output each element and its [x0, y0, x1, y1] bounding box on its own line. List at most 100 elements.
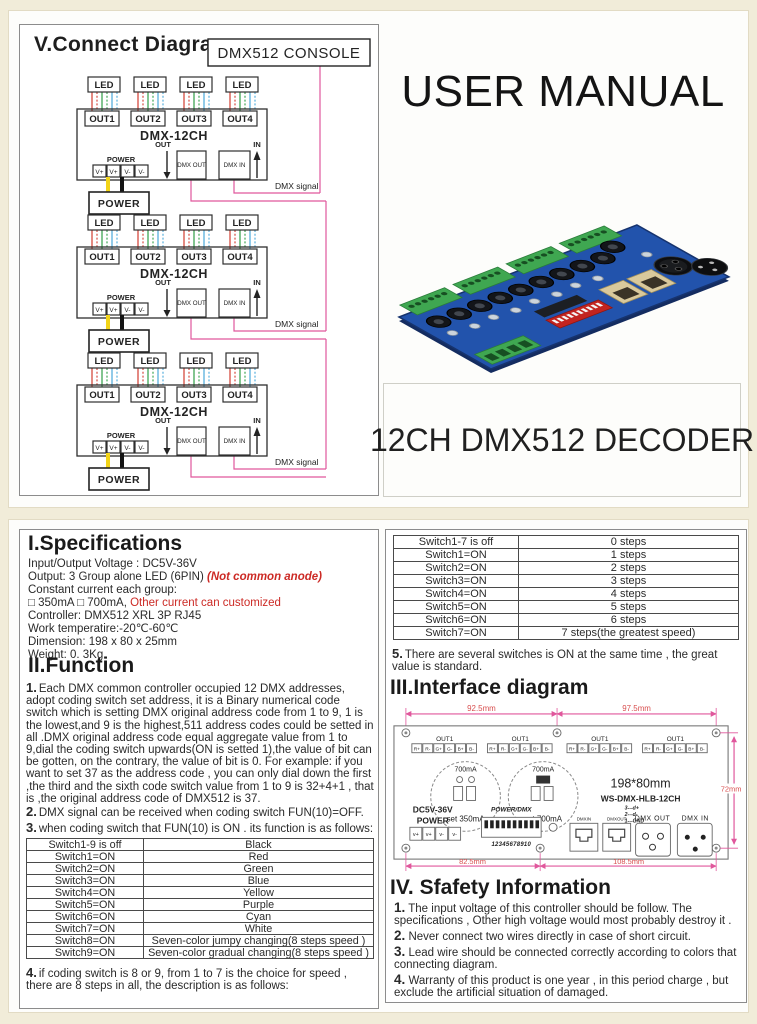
spec-line: Output: 3 Group alone LED (6PIN) (Not co…	[28, 571, 322, 583]
connect-diagram: LED LED LED LED OUT1 OUT2 OUT3 OUT4 DMX	[20, 38, 371, 495]
list-item: 1. The input voltage of this controller …	[394, 900, 732, 927]
signal-line	[190, 180, 326, 202]
rj45-out-label: DMXOUT	[607, 816, 627, 821]
pterm-label: v-	[439, 832, 444, 838]
table-cell: 3 steps	[518, 574, 739, 588]
table-cell: Switch2=ON	[26, 862, 144, 875]
model-label: WS-DMX-HLB-12CH	[601, 793, 681, 803]
set-350-label: set 350mA	[447, 814, 486, 823]
list-item: 3. Lead wire should be connected correct…	[394, 944, 737, 971]
table-cell: Switch2=ON	[393, 561, 519, 575]
pterm-label: v+	[413, 832, 419, 838]
function-item-4: 4.if coding switch is 8 or 9, from 1 to …	[26, 965, 370, 992]
spec-line: Weight: 0. 3Kg	[28, 649, 104, 661]
table-cell: Switch6=ON	[26, 910, 144, 923]
item-number: 1.	[26, 680, 37, 695]
function-item-2: 2.DMX signal can be received when coding…	[26, 804, 374, 819]
item-text: DMX signal can be received when coding s…	[38, 807, 364, 819]
current-label: 700mA	[455, 767, 477, 774]
table-cell: 6 steps	[518, 613, 739, 627]
capacitors	[446, 251, 653, 336]
pin1-label: 1---GND	[625, 818, 645, 824]
item-number: 4.	[26, 965, 37, 980]
product-title-box: 12CH DMX512 DECODER	[370, 383, 754, 497]
table-cell: Switch5=ON	[393, 600, 519, 614]
table-cell: Switch1-7 is off	[393, 535, 519, 549]
xlr-out-label: DMX OUT	[635, 815, 671, 822]
item-number: 5.	[392, 646, 403, 661]
size-label: 198*80mm	[611, 777, 671, 791]
table-cell: Switch1-9 is off	[26, 838, 144, 851]
function-item-3: 3.when coding switch that FUN(10) is ON …	[26, 821, 376, 835]
pin3-label: 3---d+	[625, 805, 639, 811]
inductors	[425, 240, 626, 328]
item-number: 2.	[26, 804, 37, 819]
spec-line: Controller: DMX512 XRL 3P RJ45	[28, 610, 202, 622]
table-cell: 1 steps	[518, 548, 739, 562]
interface-heading: III.Interface diagram	[390, 676, 589, 699]
power-label: POWER	[417, 815, 449, 825]
table-cell: 5 steps	[518, 600, 739, 614]
table-cell: Switch4=ON	[26, 886, 144, 899]
set-700-label: set 700mA	[524, 814, 563, 823]
dip-numbers: 12345678910	[491, 842, 531, 848]
connect-diagram-panel: V.Connect Diagram	[19, 24, 379, 496]
connect-diagram-title: V.Connect Diagram	[34, 33, 231, 56]
input-terminal-block	[473, 335, 542, 365]
spec-line: Constant current each group:	[28, 584, 177, 596]
safety-heading: IV. Sfafety Information	[390, 876, 611, 899]
spec-line: Input/Output Voltage : DC5V-36V	[28, 558, 197, 570]
ic-chip	[533, 294, 588, 318]
list-item: 4. Warranty of this product is one year …	[394, 972, 729, 999]
table-cell: 4 steps	[518, 587, 739, 601]
xlr-in-connector	[676, 822, 713, 857]
function-item-1: 1.Each DMX common controller occupied 12…	[26, 680, 374, 805]
table-cell: 0 steps	[518, 535, 739, 549]
table-cell: Seven-color gradual changing(8 steps spe…	[143, 946, 374, 959]
table-cell: Switch7=ON	[393, 626, 519, 640]
dim-top-left: 92.5mm	[467, 704, 496, 713]
product-photo	[397, 224, 731, 373]
table-cell: Red	[143, 850, 374, 863]
pterm-label: v-	[452, 832, 457, 838]
spec-line: Dimension: 198 x 80 x 25mm	[28, 636, 177, 648]
table-cell: Switch3=ON	[393, 574, 519, 588]
table-cell: Switch5=ON	[26, 898, 144, 911]
table-cell: Switch7=ON	[26, 922, 144, 935]
item-text: There are several switches is ON at the …	[392, 649, 718, 674]
table-cell: Blue	[143, 874, 374, 887]
product-title: 12CH DMX512 DECODER	[369, 421, 755, 458]
pterm-label: v+	[426, 832, 432, 838]
table-cell: Purple	[143, 898, 374, 911]
rj45-jacks	[569, 822, 632, 852]
xlr-connectors	[653, 256, 729, 276]
table-cell: Switch1=ON	[26, 850, 144, 863]
rj45-jacks	[598, 269, 677, 304]
specs-heading: I.Specifications	[28, 532, 183, 555]
specs-function-panel: I.Specifications Input/Output Voltage : …	[19, 529, 379, 1009]
table-cell: Black	[143, 838, 374, 851]
signal-line	[233, 456, 326, 470]
green-terminal-blocks	[398, 225, 623, 316]
signal-line	[233, 180, 320, 194]
dip-switch	[545, 299, 614, 329]
function-heading: II.Function	[28, 654, 135, 677]
table-cell: 2 steps	[518, 561, 739, 575]
